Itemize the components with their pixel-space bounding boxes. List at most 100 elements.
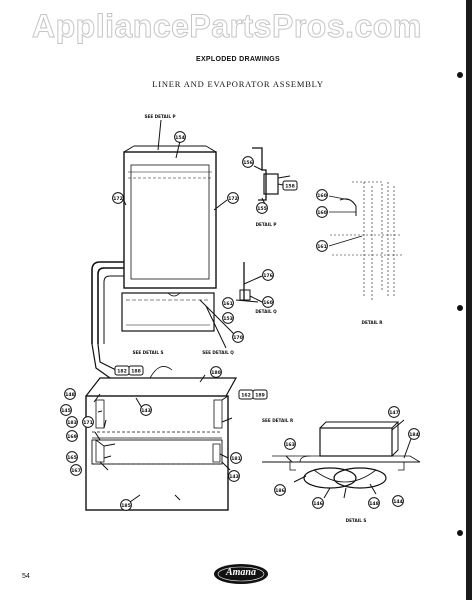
label-detail-s: DETAIL S <box>346 518 367 523</box>
part-number: 144 <box>393 499 403 505</box>
callout-see-detail-q: SEE DETAIL Q <box>202 350 234 355</box>
part-bubble: 148 <box>64 388 76 400</box>
part-bubble: 165 <box>66 451 78 463</box>
part-bubble: 161 <box>316 240 328 252</box>
part-number: 147 <box>389 410 399 416</box>
part-number: 154 <box>175 135 185 141</box>
part-number: 156 <box>243 160 253 166</box>
part-number: 160 <box>317 210 327 216</box>
part-bubble: 144 <box>392 495 404 507</box>
detail-s-heater-assembly <box>262 419 421 499</box>
part-bubble: 188 <box>128 365 144 376</box>
part-number: 186 <box>275 488 285 494</box>
part-number: 181 <box>231 456 241 462</box>
evaporator-bottom-tray <box>121 292 215 332</box>
brand-name: Amana <box>225 567 256 578</box>
part-number: 155 <box>257 206 267 212</box>
part-number: 143 <box>229 474 239 480</box>
part-bubble: 147 <box>388 406 400 418</box>
part-number: 183 <box>67 420 77 426</box>
page-number: 54 <box>22 573 30 580</box>
part-bubble: 180 <box>210 366 222 378</box>
part-bubble: 169 <box>66 430 78 442</box>
diagram-title: LINER AND EVAPORATOR ASSEMBLY <box>152 79 324 89</box>
callout-see-detail-r: SEE DETAIL R <box>262 418 294 423</box>
part-bubble: 184 <box>408 428 420 440</box>
label-detail-p: DETAIL P <box>256 222 277 227</box>
part-number: 169 <box>67 434 77 440</box>
part-bubble: 154 <box>174 131 186 143</box>
watermark: AppliancePartsPros.com <box>32 8 422 45</box>
part-number: 180 <box>211 370 221 376</box>
callout-see-detail-p: SEE DETAIL P <box>144 114 175 119</box>
punch-hole <box>457 305 463 311</box>
part-bubble: 148 <box>368 497 380 509</box>
part-bubble: 172 <box>227 192 239 204</box>
refrigerant-tubing <box>91 261 124 379</box>
part-bubble: 182 <box>114 365 130 376</box>
lower-liner-panel <box>85 366 238 511</box>
amana-logo: Amana <box>213 563 269 585</box>
part-bubble: 155 <box>256 202 268 214</box>
part-bubble: 153 <box>222 312 234 324</box>
part-bubble: 160 <box>316 189 328 201</box>
detail-r-evaporator-fins <box>328 181 402 300</box>
part-number: 148 <box>369 501 379 507</box>
section-heading: EXPLODED DRAWINGS <box>195 56 281 63</box>
part-number: 148 <box>65 392 75 398</box>
page-edge-shadow <box>466 0 472 600</box>
liner-panel <box>123 145 217 289</box>
detail-p-bracket <box>252 147 291 207</box>
punch-hole <box>457 72 463 78</box>
part-bubble: 162 <box>238 389 254 400</box>
part-bubble: 183 <box>66 416 78 428</box>
part-bubble: 158 <box>282 180 298 191</box>
part-number: 158 <box>285 184 295 190</box>
part-bubble: 143 <box>140 404 152 416</box>
part-bubble: 186 <box>274 484 286 496</box>
part-number: 160 <box>263 300 273 306</box>
part-bubble: 160 <box>316 206 328 218</box>
part-bubble: 146 <box>312 497 324 509</box>
part-bubble: 171 <box>82 416 94 428</box>
part-number: 171 <box>83 420 93 426</box>
part-bubble: 143 <box>228 470 240 482</box>
part-bubble: 172 <box>112 192 124 204</box>
label-detail-r: DETAIL R <box>361 320 383 325</box>
part-bubble: 176 <box>262 269 274 281</box>
part-bubble: 170 <box>232 331 244 343</box>
part-number: 146 <box>313 501 323 507</box>
part-bubble: 163 <box>284 438 296 450</box>
callout-see-detail-s: SEE DETAIL S <box>132 350 163 355</box>
label-detail-q: DETAIL Q <box>255 309 277 314</box>
part-number: 162 <box>241 393 251 399</box>
part-bubble: 156 <box>242 156 254 168</box>
part-bubble: 145 <box>60 404 72 416</box>
part-number: 160 <box>317 193 327 199</box>
part-number: 189 <box>255 393 265 399</box>
detail-q-clip <box>235 262 263 303</box>
part-number: 170 <box>233 335 243 341</box>
part-number: 145 <box>61 408 71 414</box>
part-bubble: 161 <box>222 297 234 309</box>
part-number: 161 <box>223 301 233 307</box>
part-bubble: 167 <box>70 464 82 476</box>
part-bubble: 189 <box>252 389 268 400</box>
part-number: 153 <box>223 316 233 322</box>
part-bubble: 181 <box>230 452 242 464</box>
punch-hole <box>457 530 463 536</box>
part-number: 182 <box>117 369 127 375</box>
part-bubble: 185 <box>120 499 132 511</box>
part-number: 188 <box>131 369 141 375</box>
part-number: 184 <box>409 432 419 438</box>
part-bubble: 160 <box>262 296 274 308</box>
part-number: 172 <box>228 196 238 202</box>
part-number: 161 <box>317 244 327 250</box>
part-number: 165 <box>67 455 77 461</box>
part-number: 172 <box>113 196 123 202</box>
part-number: 143 <box>141 408 151 414</box>
part-number: 185 <box>121 503 131 509</box>
part-number: 167 <box>71 468 81 474</box>
